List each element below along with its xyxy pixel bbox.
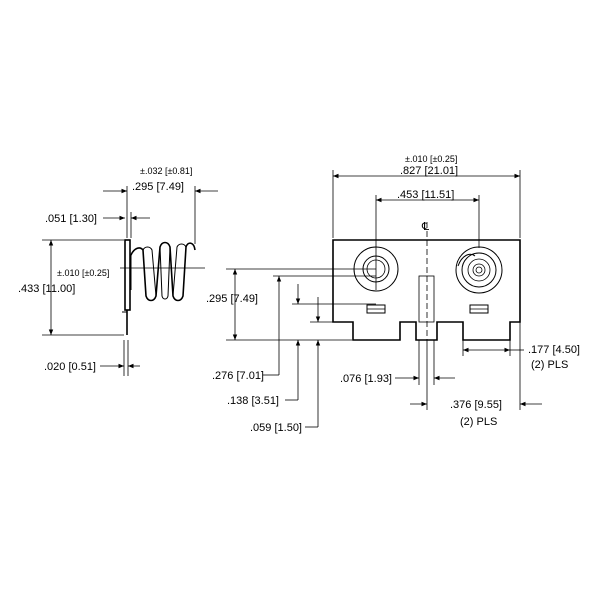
dim-front-138: .138 [3.51] xyxy=(227,284,376,407)
dim-front-076: .076 [1.93] xyxy=(340,340,455,385)
side-height-label: .433 [11.00] xyxy=(18,283,75,295)
dim-side-height: .433 [11.00] xyxy=(18,239,124,336)
dim-front-376: .376 [9.55] (2) PLS xyxy=(410,322,542,428)
side-length-label: .295 [7.49] xyxy=(132,181,184,193)
front-body-outline xyxy=(332,239,521,341)
front-138-label: .138 [3.51] xyxy=(227,395,279,407)
side-tol-top: ±.032 [±0.81] xyxy=(140,166,192,176)
front-tol-top: ±.010 [±0.25] xyxy=(405,154,457,164)
front-376-label: .376 [9.55] xyxy=(450,399,502,411)
dim-front-059: .059 [1.50] xyxy=(250,297,333,434)
front-width-label: .827 [21.01] xyxy=(400,165,458,177)
front-059-label: .059 [1.50] xyxy=(250,422,302,434)
front-276-label: .276 [7.01] xyxy=(212,370,264,382)
front-177-label: .177 [4.50] xyxy=(528,344,580,356)
front-center-slot xyxy=(418,275,435,323)
dim-side-tab: .020 [0.51] xyxy=(44,340,140,376)
right-contact xyxy=(455,246,503,314)
front-076-label: .076 [1.93] xyxy=(340,373,392,385)
centerline-symbol: ℄ xyxy=(421,221,429,233)
dim-front-276: .276 [7.01] xyxy=(212,275,376,382)
front-contact-height-label: .295 [7.49] xyxy=(206,293,258,305)
dim-side-thickness: .051 [1.30] xyxy=(45,212,150,238)
side-thickness-label: .051 [1.30] xyxy=(45,213,97,225)
dim-front-width: ±.010 [±0.25] .827 [21.01] xyxy=(332,154,521,238)
coil-spring xyxy=(130,241,196,302)
side-plate xyxy=(122,239,131,335)
side-tol-mid: ±.010 [±0.25] xyxy=(57,268,109,278)
dim-side-length: ±.032 [±0.81] .295 [7.49] xyxy=(103,166,218,244)
side-view: ±.032 [±0.81] .295 [7.49] .051 [1.30] ±.… xyxy=(18,166,218,376)
front-177-pls: (2) PLS xyxy=(531,359,568,371)
side-tab-label: .020 [0.51] xyxy=(44,361,96,373)
front-view: ℄ ±.010 [±0.25] .827 [21.01] xyxy=(206,154,580,434)
dim-front-spacing: .453 [11.51] xyxy=(375,189,480,290)
front-376-pls: (2) PLS xyxy=(460,416,497,428)
dim-front-contact-height: .295 [7.49] xyxy=(206,268,376,341)
front-spacing-label: .453 [11.51] xyxy=(397,189,454,201)
dim-front-177: .177 [4.50] (2) PLS xyxy=(462,340,580,371)
